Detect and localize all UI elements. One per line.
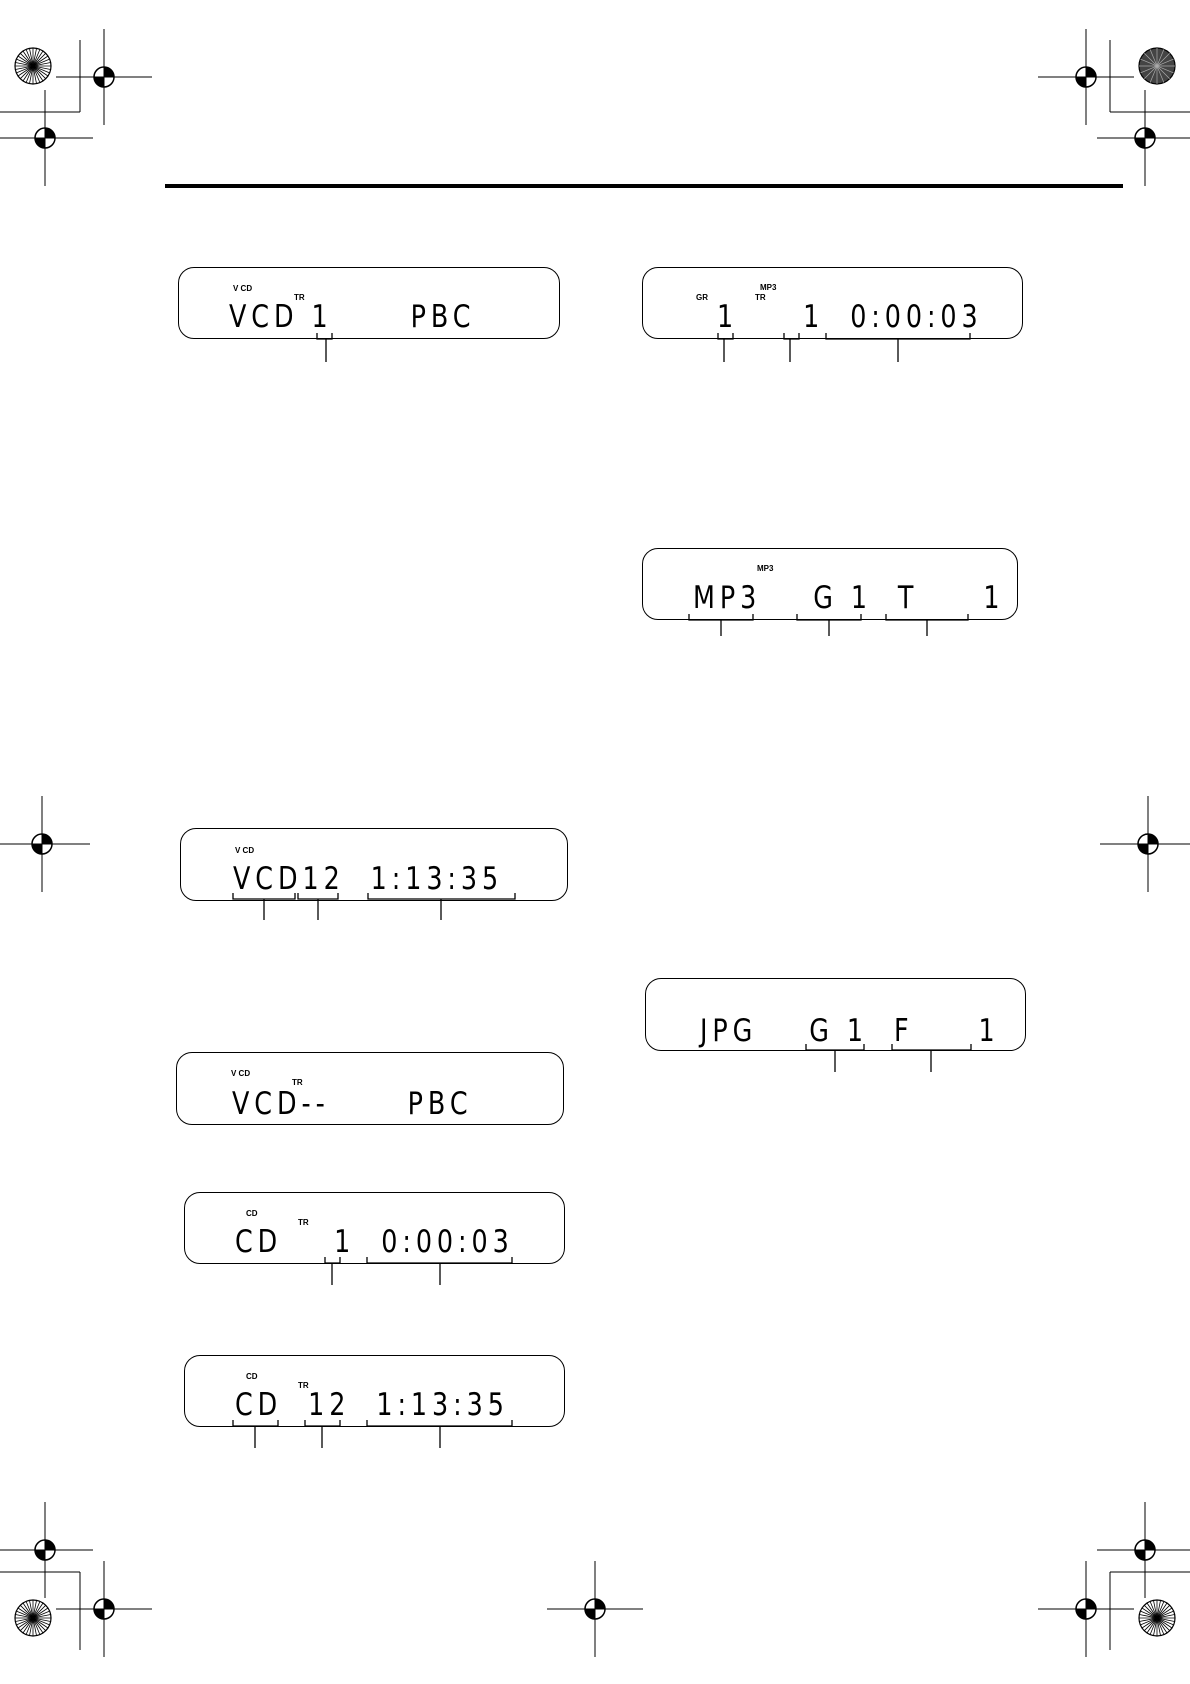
display-vcd-time: V CD VCD12 1:13:35 <box>180 828 568 901</box>
display-text: CD 1 0:00:03 <box>235 1224 514 1260</box>
display-cd-time-2: CD TR CD 12 1:13:35 <box>184 1355 565 1427</box>
display-text: MP3 G 1 T 1 <box>693 580 1005 616</box>
indicator-tr: TR <box>298 1218 309 1227</box>
display-mp3-time: MP3 GR TR 1 1 0:00:03 <box>642 267 1023 339</box>
display-text: JPG G 1 F 1 <box>700 1013 1000 1049</box>
display-text: VCD 1 PBC <box>229 299 476 335</box>
indicator-cd: CD <box>246 1372 258 1381</box>
header-rule <box>165 184 1123 188</box>
display-cd-time-1: CD TR CD 1 0:00:03 <box>184 1192 565 1264</box>
indicator-vcd: V CD <box>231 1069 251 1078</box>
display-jpg-group: JPG G 1 F 1 <box>645 978 1026 1051</box>
indicator-vcd: V CD <box>235 846 255 855</box>
indicator-tr: TR <box>292 1078 303 1087</box>
display-text: VCD12 1:13:35 <box>233 861 504 897</box>
indicator-tr: TR <box>298 1381 309 1390</box>
indicator-tr: TR <box>755 293 766 302</box>
indicator-gr: GR <box>696 293 708 302</box>
indicator-mp3: MP3 <box>760 283 777 292</box>
indicator-mp3: MP3 <box>757 564 774 573</box>
indicator-tr: TR <box>294 293 305 302</box>
display-vcd-pbc: V CD TR VCD 1 PBC <box>178 267 560 339</box>
indicator-vcd: V CD <box>233 284 253 293</box>
indicator-cd: CD <box>246 1209 258 1218</box>
display-text: CD 12 1:13:35 <box>235 1387 509 1423</box>
display-mp3-group: MP3 MP3 G 1 T 1 <box>642 548 1018 620</box>
display-text: VCD-- PBC <box>232 1086 473 1122</box>
display-text: 1 1 0:00:03 <box>717 299 983 335</box>
display-vcd-dash-pbc: V CD TR VCD-- PBC <box>176 1052 564 1125</box>
